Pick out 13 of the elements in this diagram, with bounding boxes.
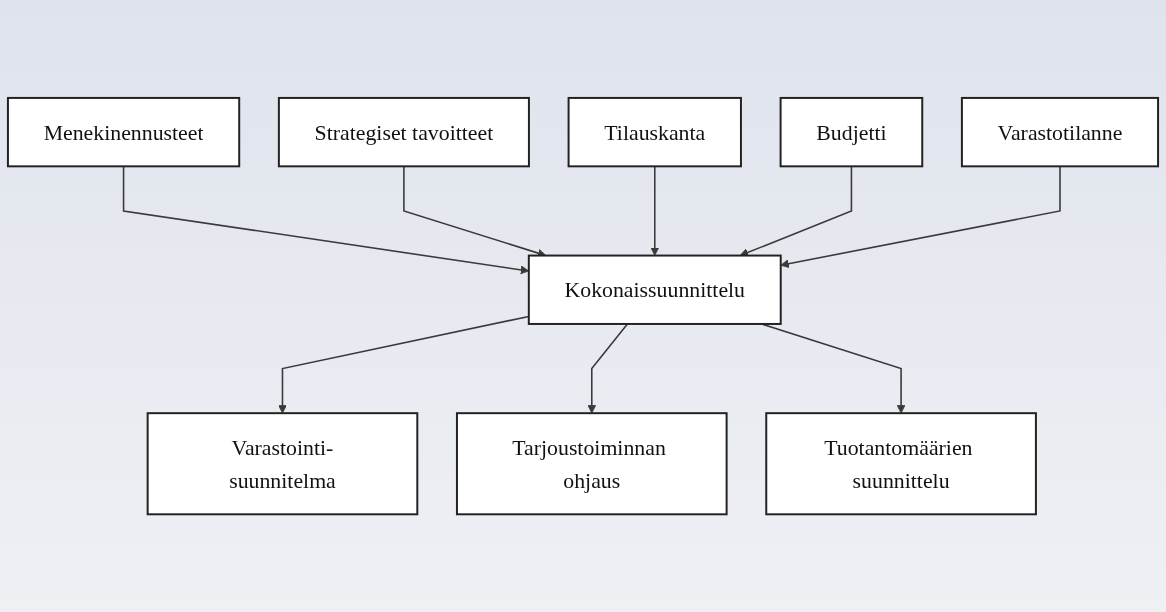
arrow bbox=[739, 165, 853, 257]
node-box: Tarjoustoiminnan ohjaus bbox=[455, 412, 728, 516]
node-box: Kokonaissuunnittelu bbox=[527, 254, 782, 325]
arrow bbox=[650, 165, 660, 256]
node-box: Varastointi-suunnitelma bbox=[146, 412, 419, 516]
node-box: Tuotantomäärien suunnittelu bbox=[765, 412, 1037, 516]
arrow bbox=[587, 323, 629, 414]
arrow bbox=[780, 165, 1061, 268]
node-box: Menekinennusteet bbox=[6, 96, 241, 168]
node-box: Budjetti bbox=[779, 96, 924, 168]
node-box: Strategiset tavoitteet bbox=[277, 96, 530, 168]
node-box: Varastotilanne bbox=[960, 96, 1160, 168]
node-box: Tilauskanta bbox=[567, 96, 742, 168]
